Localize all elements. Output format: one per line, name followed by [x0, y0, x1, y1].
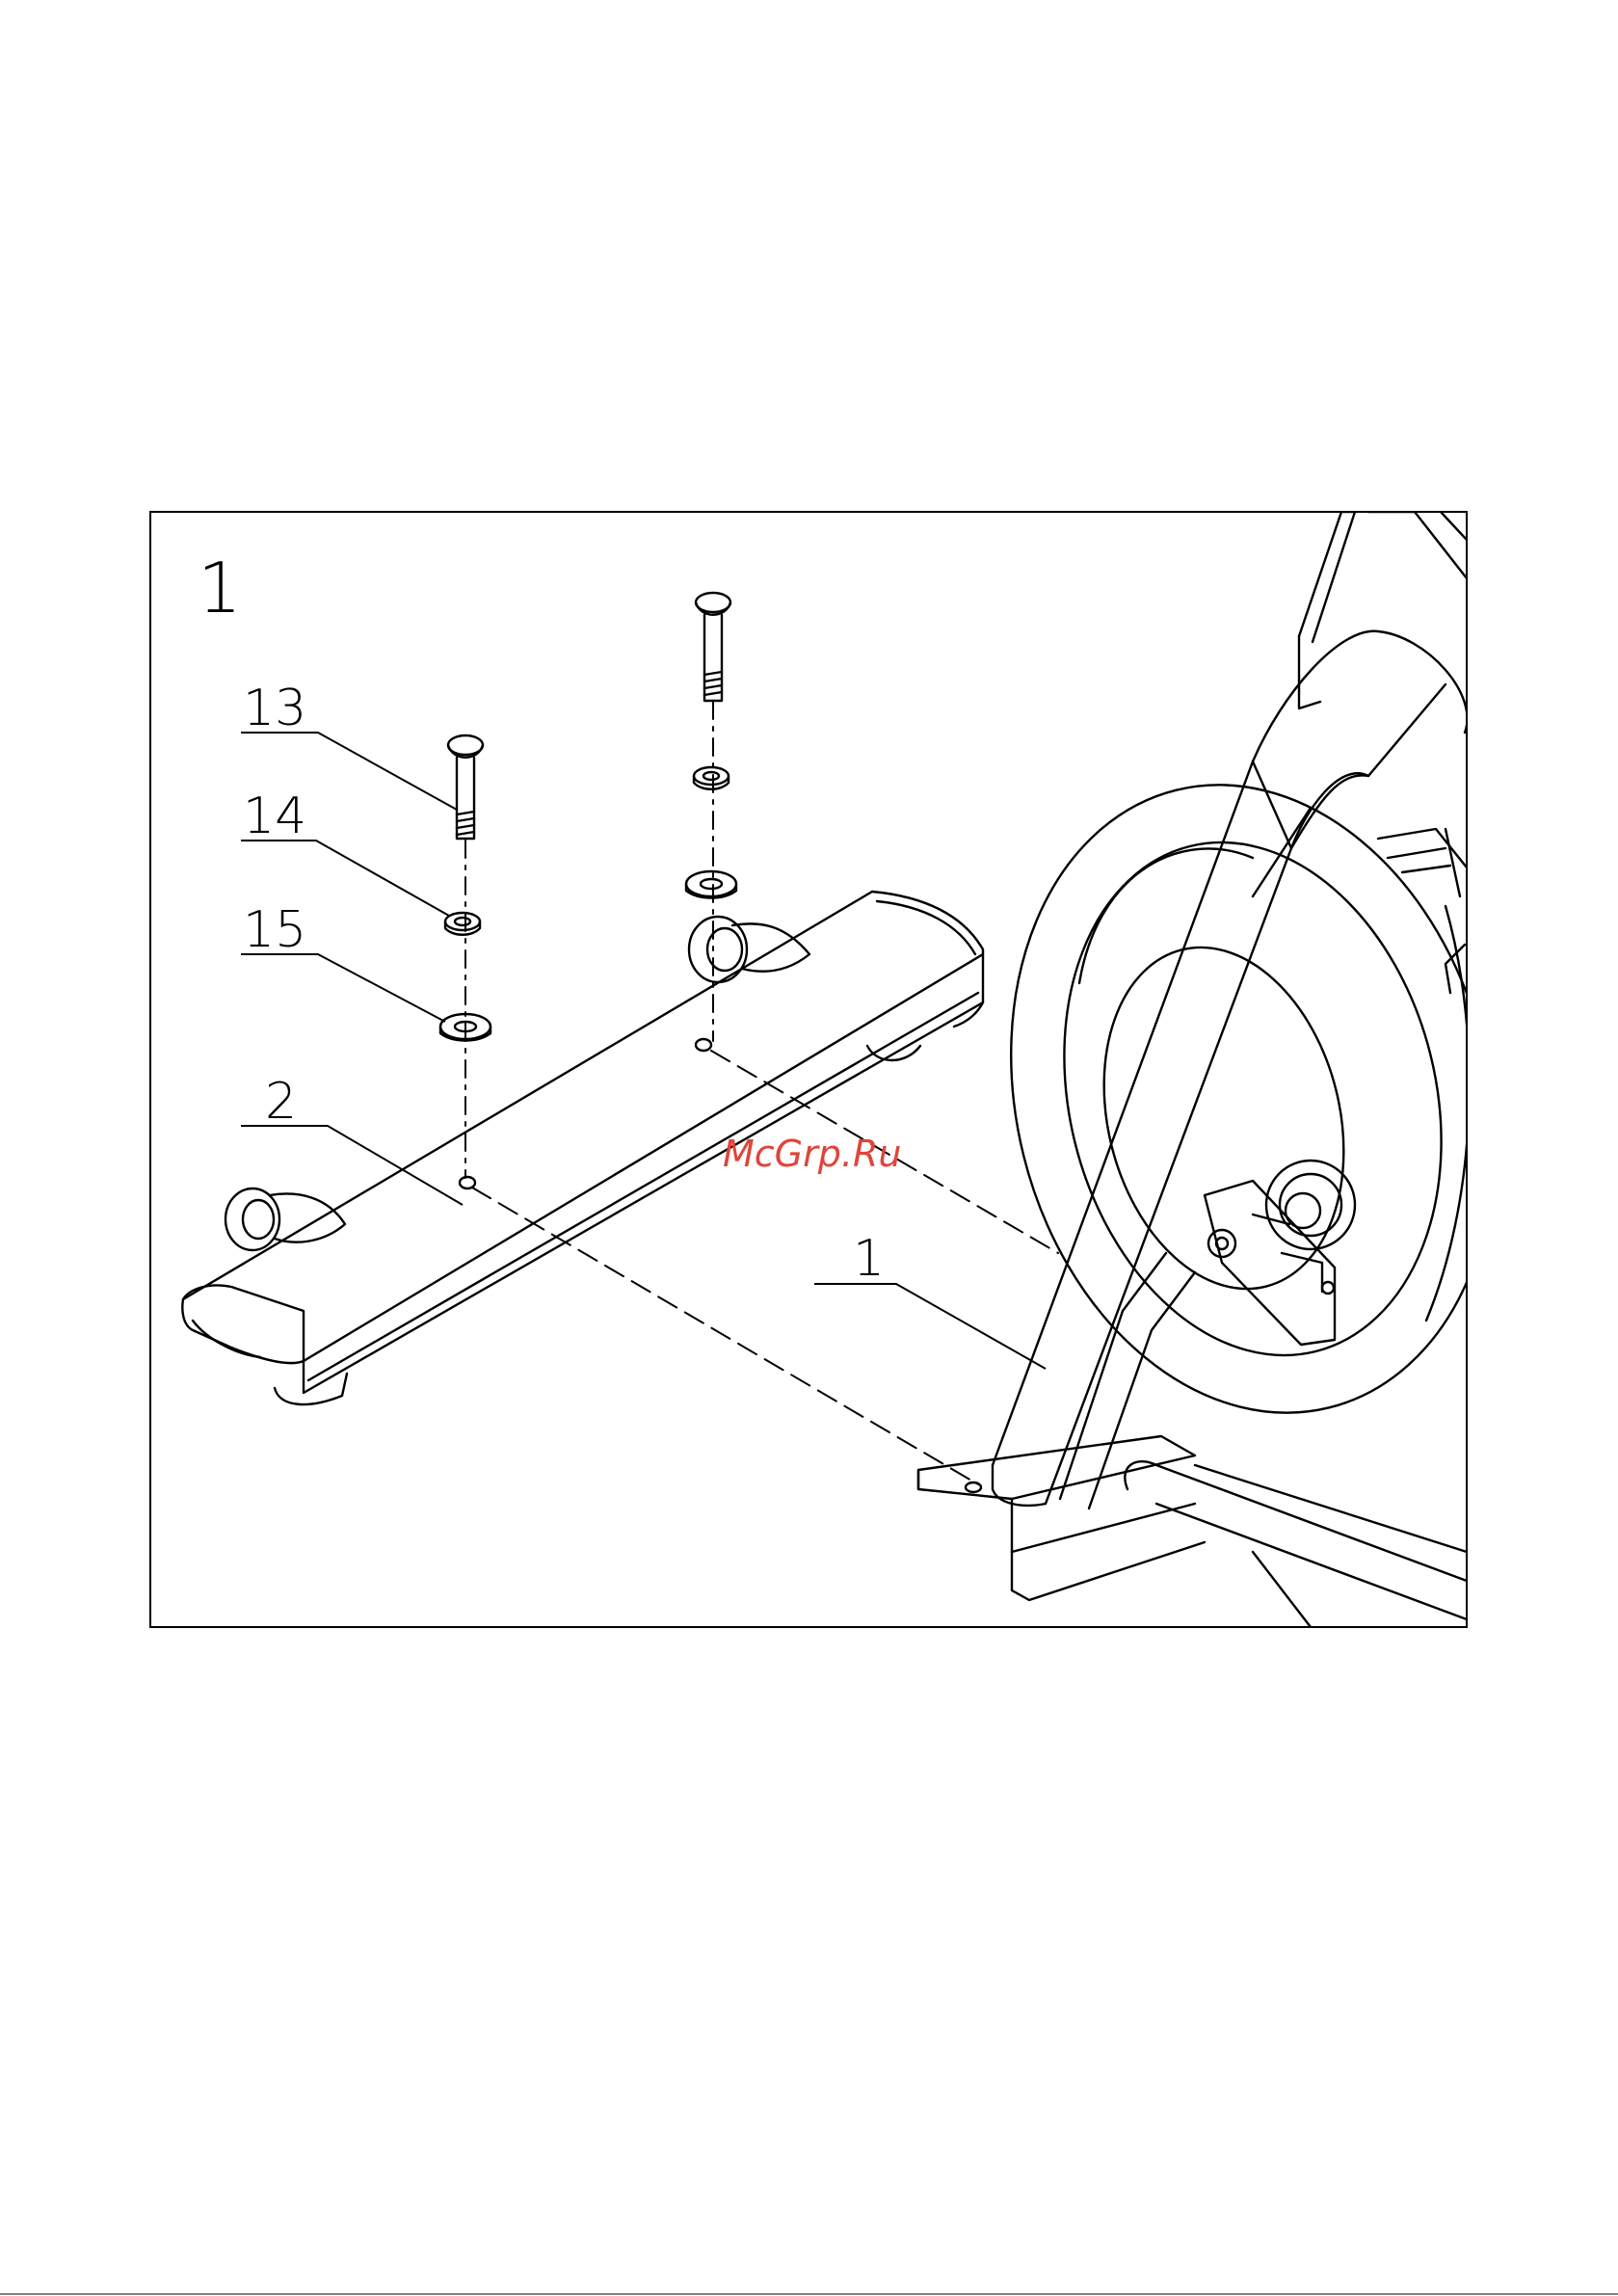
leader-2 [241, 1126, 463, 1205]
callout-15: 15 [243, 901, 306, 959]
leader-1 [814, 1284, 1046, 1369]
main-frame [918, 512, 1559, 1627]
watermark: McGrp.Ru [723, 1133, 901, 1175]
step-number: 1 [198, 547, 242, 628]
step-frame [150, 512, 1467, 1627]
assembly-guide-lines [465, 702, 713, 1178]
callout-14: 14 [243, 788, 306, 845]
callout-2: 2 [265, 1073, 297, 1131]
callout-13: 13 [243, 680, 306, 737]
callout-leaders [241, 733, 1046, 1369]
callout-1: 1 [853, 1230, 885, 1288]
leader-15 [241, 954, 445, 1022]
right-bolt-stack [686, 593, 736, 898]
